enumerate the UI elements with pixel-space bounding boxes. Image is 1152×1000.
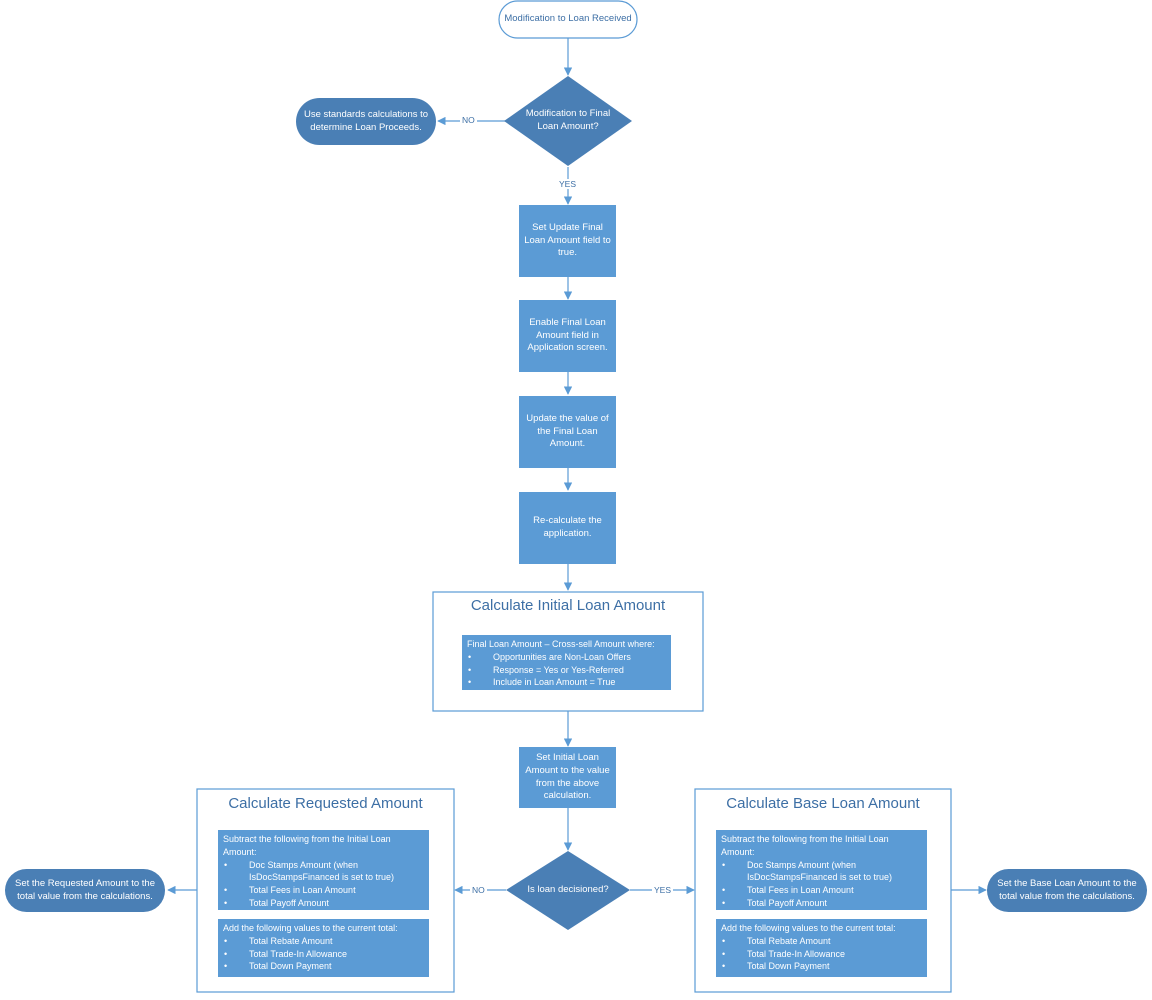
list-item: Total Rebate Amount [721, 935, 922, 948]
recalculate-label: Re-calculate the application. [533, 515, 602, 539]
set-requested-terminal [5, 869, 165, 912]
base-add-panel: Add the following values to the current … [716, 919, 927, 977]
list-item: Doc Stamps Amount (when IsDocStampsFinan… [721, 859, 922, 885]
list-item: Total Down Payment [721, 960, 922, 973]
decision-final-label: Modification to Final Loan Amount? [525, 108, 611, 132]
edge-label-yes-2: YES [652, 885, 674, 895]
list-item: Response = Yes or Yes-Referred [467, 664, 666, 677]
requested-subtract-list: Doc Stamps Amount (when IsDocStampsFinan… [223, 859, 424, 910]
list-item: Total Trade-In Allowance [721, 948, 922, 961]
requested-add-list: Total Rebate Amount Total Trade-In Allow… [223, 935, 424, 973]
initial-box-list: Opportunities are Non-Loan Offers Respon… [467, 651, 666, 689]
update-value-process [519, 396, 616, 468]
decision-loan-decisioned [506, 851, 630, 930]
list-item: Opportunities are Non-Loan Offers [467, 651, 666, 664]
list-item: Include in Loan Amount = True [467, 676, 666, 689]
requested-subtract-intro: Subtract the following from the Initial … [223, 834, 391, 857]
list-item: Total Fees in Loan Amount [223, 884, 424, 897]
requested-subtract-panel: Subtract the following from the Initial … [218, 830, 429, 910]
requested-add-intro: Add the following values to the current … [223, 923, 398, 933]
set-update-label: Set Update Final Loan Amount field to tr… [524, 221, 611, 259]
list-item: Total Payoff Amount [223, 897, 424, 910]
base-subtract-list: Doc Stamps Amount (when IsDocStampsFinan… [721, 859, 922, 910]
set-base-terminal [987, 869, 1147, 912]
list-item: Total Payoff Amount [721, 897, 922, 910]
edge-label-no-1: NO [460, 115, 477, 125]
set-requested-label: Set the Requested Amount to the total va… [15, 877, 155, 902]
list-item: Total Fees in Loan Amount [721, 884, 922, 897]
base-add-list: Total Rebate Amount Total Trade-In Allow… [721, 935, 922, 973]
initial-box-title: Calculate Initial Loan Amount [470, 597, 666, 614]
recalculate-process [519, 492, 616, 564]
set-initial-label: Set Initial Loan Amount to the value fro… [525, 751, 610, 802]
standard-calc-label: Use standards calculations to determine … [303, 108, 429, 133]
requested-box-title: Calculate Requested Amount [228, 795, 423, 812]
set-initial-process [519, 747, 616, 808]
start-terminal [498, 0, 638, 39]
base-add-intro: Add the following values to the current … [721, 923, 896, 933]
list-item: Total Rebate Amount [223, 935, 424, 948]
edge-label-no-2: NO [470, 885, 487, 895]
update-value-label: Update the value of the Final Loan Amoun… [526, 412, 609, 450]
start-label: Modification to Loan Received [504, 13, 632, 25]
list-item: Doc Stamps Amount (when IsDocStampsFinan… [223, 859, 424, 885]
initial-box-intro: Final Loan Amount – Cross-sell Amount wh… [467, 639, 655, 649]
decision-decisioned-label: Is loan decisioned? [527, 883, 609, 895]
initial-box-panel: Final Loan Amount – Cross-sell Amount wh… [462, 635, 671, 690]
base-box-title: Calculate Base Loan Amount [726, 795, 920, 812]
decision-final-loan-amount [504, 76, 632, 166]
set-base-label: Set the Base Loan Amount to the total va… [997, 877, 1137, 902]
list-item: Total Down Payment [223, 960, 424, 973]
set-update-process [519, 205, 616, 277]
base-subtract-panel: Subtract the following from the Initial … [716, 830, 927, 910]
edge-label-yes-1: YES [557, 179, 579, 189]
base-subtract-intro: Subtract the following from the Initial … [721, 834, 889, 857]
list-item: Total Trade-In Allowance [223, 948, 424, 961]
enable-field-process [519, 300, 616, 372]
standard-calc-terminal [296, 98, 436, 145]
requested-add-panel: Add the following values to the current … [218, 919, 429, 977]
enable-field-label: Enable Final Loan Amount field in Applic… [527, 316, 608, 354]
